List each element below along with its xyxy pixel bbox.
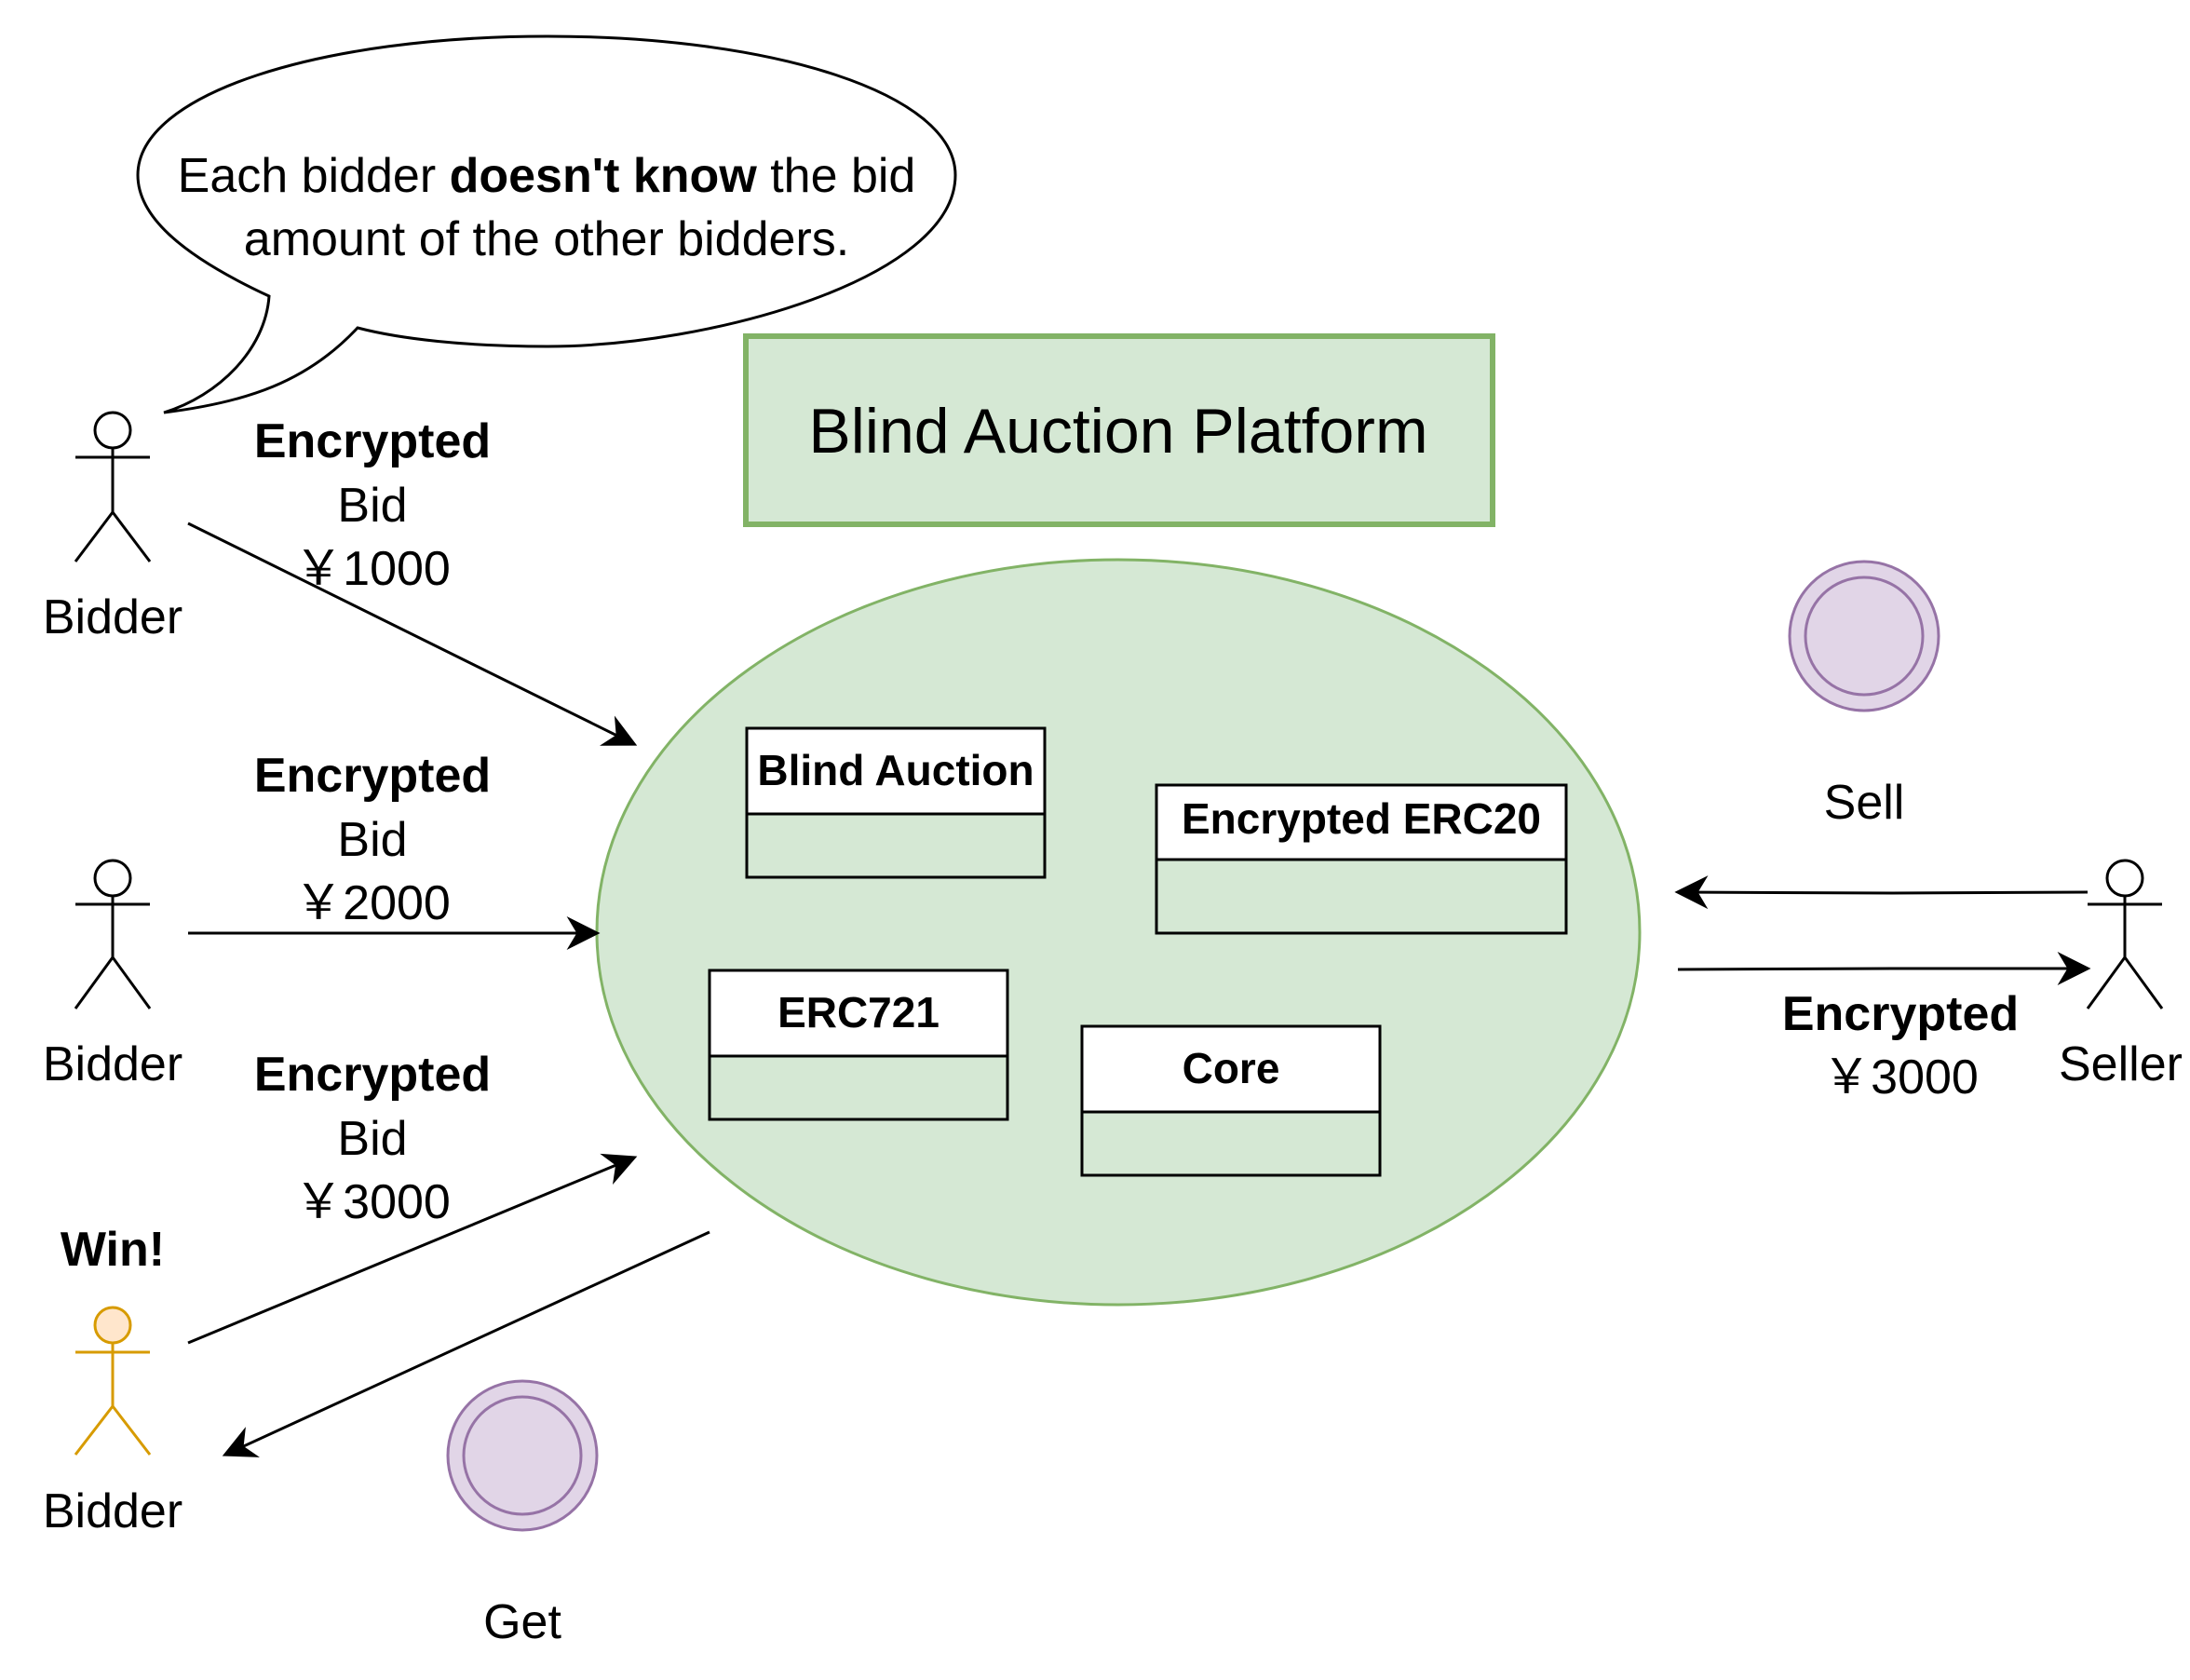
get-token-icon — [446, 1379, 599, 1532]
bid-2-amount: ￥2000 — [294, 876, 451, 930]
module-blind-auction: Blind Auction — [745, 726, 1047, 879]
bid-2-label: Encrypted Bid ￥2000 — [254, 749, 491, 930]
platform-title: Blind Auction Platform — [808, 396, 1427, 467]
get-token-outer — [446, 1379, 599, 1532]
module-erc721: ERC721 — [708, 969, 1009, 1121]
bid-1-label: Encrypted Bid ￥1000 — [254, 414, 491, 596]
speech-bubble-line-1-end: the bid — [757, 149, 916, 203]
bidder-3-leg-right — [111, 1405, 152, 1456]
bid-3-arrow — [187, 1153, 638, 1345]
module-erc721-body — [708, 1054, 1009, 1121]
arrows — [187, 522, 2091, 1457]
seller-token-arrow — [1674, 875, 2089, 910]
speech-bubble-line-1: Each bidder doesn't know the bid — [178, 149, 916, 203]
bidder-1-leg-left — [74, 511, 115, 562]
speech-bubble: Each bidder doesn't know the bid amount … — [136, 34, 957, 414]
module-core-header — [1080, 1024, 1382, 1114]
module-erc721-label: ERC721 — [777, 988, 940, 1036]
bidder-2-label: Bidder — [43, 1037, 182, 1091]
module-encrypted-erc20: Encrypted ERC20 — [1155, 783, 1568, 935]
platform-title-rect — [743, 333, 1495, 527]
bid-3-label: Encrypted Bid ￥3000 — [254, 1048, 491, 1229]
sell-token-label: Sell — [1824, 776, 1905, 830]
module-core-label: Core — [1183, 1044, 1280, 1092]
seller-label: Seller — [2059, 1037, 2183, 1091]
bidder-2-leg-left — [74, 956, 115, 1009]
bidder-2-head — [93, 859, 132, 898]
bidder-3-head — [93, 1306, 132, 1345]
bidder-2-actor — [74, 859, 152, 1009]
bidder-3-actor — [74, 1306, 152, 1456]
seller-actor — [2086, 859, 2164, 1009]
bid-1-kind: Bid — [337, 479, 407, 533]
bidder-3-label: Bidder — [43, 1484, 182, 1538]
module-core: Core — [1080, 1024, 1382, 1177]
seller-payment-amount: ￥3000 — [1822, 1050, 1979, 1104]
bidder-1-actor — [74, 411, 152, 562]
bid-1-heading: Encrypted — [254, 414, 491, 468]
speech-bubble-emphasis: doesn't know — [450, 149, 758, 203]
module-blind-auction-label: Blind Auction — [757, 746, 1034, 794]
speech-bubble-line-2: amount of the other bidders. — [244, 212, 849, 266]
bidder-1-leg-right — [111, 511, 152, 562]
get-token-label: Get — [483, 1595, 561, 1649]
module-blind-auction-body — [745, 812, 1047, 879]
module-erc721-header — [708, 969, 1009, 1058]
seller-payment-heading: Encrypted — [1782, 987, 2019, 1041]
speech-bubble-line-1-start: Each bidder — [178, 149, 450, 203]
bid-1-arrow — [187, 522, 638, 746]
sell-token-outer — [1788, 560, 1940, 712]
seller-leg-right — [2123, 956, 2164, 1009]
bid-3-heading: Encrypted — [254, 1048, 491, 1102]
bid-3-amount: ￥3000 — [294, 1175, 451, 1229]
bid-1-amount: ￥1000 — [294, 542, 451, 596]
winner-status: Win! — [61, 1223, 165, 1277]
module-core-body — [1080, 1110, 1382, 1177]
bid-2-kind: Bid — [337, 813, 407, 867]
speech-bubble-shape — [136, 34, 957, 414]
bid-2-heading: Encrypted — [254, 749, 491, 803]
module-encrypted-erc20-label: Encrypted ERC20 — [1182, 794, 1541, 843]
bidder-1-head — [93, 411, 132, 450]
bidder-1-label: Bidder — [43, 590, 182, 644]
seller-head — [2105, 859, 2144, 898]
platform-title-box: Blind Auction Platform — [743, 333, 1495, 527]
seller-leg-left — [2086, 956, 2127, 1009]
bidder-3-leg-left — [74, 1405, 115, 1456]
module-encrypted-erc20-body — [1155, 858, 1568, 935]
get-token-inner — [462, 1395, 583, 1516]
sell-token-inner — [1804, 576, 1925, 697]
bidder-2-leg-right — [111, 956, 152, 1009]
sell-token-icon — [1788, 560, 1940, 712]
seller-payment-label: Encrypted ￥3000 — [1782, 987, 2019, 1104]
bid-3-kind: Bid — [337, 1112, 407, 1166]
delivery-arrow — [222, 1230, 710, 1457]
